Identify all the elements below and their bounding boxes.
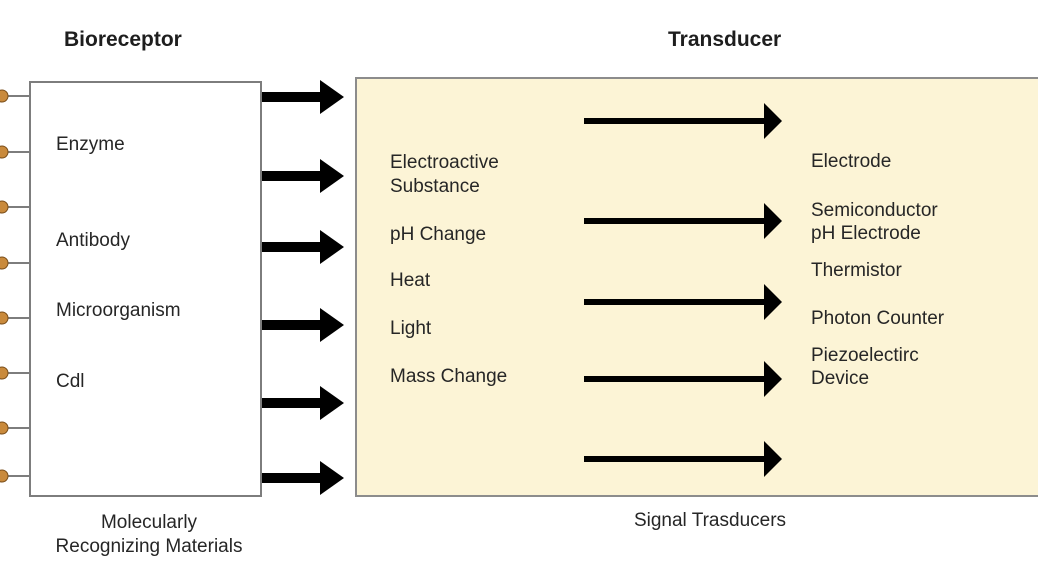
input-electroactive-line1: Electroactive [390,152,499,173]
bioreceptor-item-microorganism: Microorganism [56,300,181,321]
output-piezoelectric-line1: Piezoelectirc [811,345,919,366]
right-arrow-icon [584,361,782,397]
input-mass-change: Mass Change [390,366,508,387]
right-arrow-icon [584,203,782,239]
signal-arrows [584,103,782,477]
input-heat: Heat [390,270,431,291]
bioreceptor-caption-line2: Recognizing Materials [55,536,243,557]
output-piezoelectric-line2: Device [811,368,870,389]
bioreceptor-box [29,81,262,497]
transducer-caption: Signal Trasducers [633,510,787,531]
right-arrow-icon [262,80,344,114]
output-thermistor: Thermistor [811,260,902,281]
receptor-dots [0,89,30,483]
right-arrow-icon [584,441,782,477]
bioreceptor-item-enzyme: Enzyme [56,134,125,155]
receptor-dot-icon [0,469,30,483]
right-arrow-icon [584,103,782,139]
receptor-dot-icon [0,421,30,435]
right-arrow-icon [262,308,344,342]
receptor-dot-icon [0,200,30,214]
right-arrow-icon [262,386,344,420]
output-semiconductor-line1: Semiconductor [811,200,938,221]
output-photon-counter: Photon Counter [811,308,945,329]
receptor-dot-icon [0,311,30,325]
right-arrow-icon [262,159,344,193]
receptor-dot-icon [0,366,30,380]
transducer-box [355,77,1038,497]
bio-to-transducer-arrows [262,80,344,495]
right-arrow-icon [584,284,782,320]
input-light: Light [390,318,432,339]
receptor-dot-icon [0,89,30,103]
input-electroactive-line2: Substance [390,176,480,197]
right-arrow-icon [262,461,344,495]
output-electrode: Electrode [811,151,892,172]
bioreceptor-item-cdl: Cdl [56,371,85,392]
right-arrow-icon [262,230,344,264]
transducer-title: Transducer [668,28,782,51]
bioreceptor-item-antibody: Antibody [56,230,130,251]
receptor-dot-icon [0,145,30,159]
input-ph-change: pH Change [390,224,487,245]
bioreceptor-title: Bioreceptor [64,28,182,51]
bioreceptor-caption-line1: Molecularly [100,512,198,533]
receptor-dot-icon [0,256,30,270]
output-semiconductor-line2: pH Electrode [811,223,921,244]
